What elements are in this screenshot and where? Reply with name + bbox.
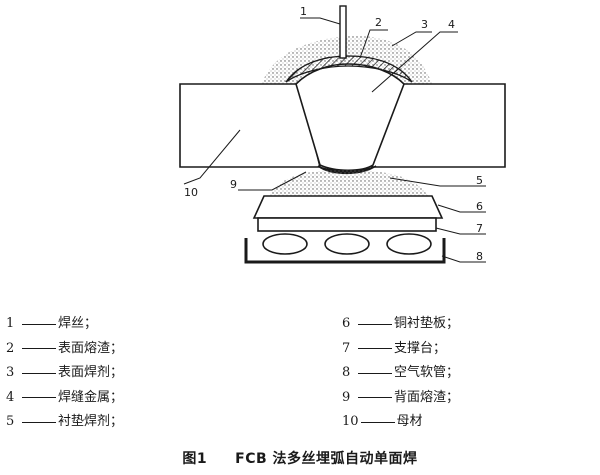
legend-number: 7 (342, 340, 351, 356)
legend-number: 5 (6, 414, 15, 430)
legend-label: 空气软管； (394, 365, 460, 381)
legend-label: 表面熔渣； (58, 340, 124, 356)
legend-number: 10 (342, 414, 359, 430)
legend-right-column: 6 铜衬垫板； 7 支撑台； 8 空气软管； 9 背面熔渣； 10 母材 (342, 312, 459, 435)
legend-dash (22, 348, 56, 350)
legend-item: 6 铜衬垫板； (342, 312, 459, 337)
leader-line (359, 29, 388, 59)
leader-line (371, 31, 458, 93)
legend-item: 3 表面焊剂； (6, 361, 123, 386)
legend-number: 1 (6, 316, 15, 332)
legend-number: 3 (6, 365, 15, 381)
leader-line (238, 171, 307, 191)
legend-label: 焊丝； (58, 316, 98, 332)
air-hose (262, 233, 308, 255)
legend-dash (358, 372, 392, 374)
legend-item: 2 表面熔渣； (6, 337, 123, 362)
legend-item: 4 焊缝金属； (6, 386, 123, 411)
legend-label: 支撑台； (394, 340, 447, 356)
legend-label: 焊缝金属； (58, 389, 124, 405)
leader-line (389, 177, 486, 187)
legend-item: 10 母材 (342, 410, 459, 435)
support-table (257, 217, 437, 232)
welding-wire (339, 5, 347, 59)
leader-line (437, 204, 486, 213)
legend-dash (22, 372, 56, 374)
legend-dash (22, 397, 56, 399)
legend-dash (358, 348, 392, 350)
copper-backing-plate (252, 195, 444, 219)
legend-label: 铜衬垫板； (394, 316, 460, 332)
backing-flux (268, 170, 428, 196)
figure-title: FCB 法多丝埋弧自动单面焊 (235, 451, 418, 467)
callout-number: 8 (476, 250, 483, 263)
callout-number: 3 (421, 18, 428, 31)
callout-number: 6 (476, 200, 483, 213)
surface-slag (285, 55, 413, 83)
legend-number: 4 (6, 389, 15, 405)
figure-number: 图1 (182, 451, 208, 467)
callout-number: 5 (476, 174, 483, 187)
callout-number: 1 (300, 5, 307, 18)
legend-dash (358, 397, 392, 399)
callout-number: 2 (375, 16, 382, 29)
legend-label: 衬垫焊剂； (58, 414, 124, 430)
air-hose (324, 233, 370, 255)
legend-label: 背面熔渣； (394, 389, 460, 405)
callout-number: 7 (476, 222, 483, 235)
legend-label: 母材 (396, 414, 423, 430)
callout-number: 4 (448, 18, 455, 31)
leader-line (300, 17, 341, 25)
legend-label: 表面焊剂； (58, 365, 124, 381)
legend-left-column: 1 焊丝； 2 表面熔渣； 3 表面焊剂； 4 焊缝金属； 5 衬垫焊剂； (6, 312, 123, 435)
legend-number: 2 (6, 340, 15, 356)
figure-caption: 图1 FCB 法多丝埋弧自动单面焊 (0, 448, 600, 468)
legend-item: 1 焊丝； (6, 312, 123, 337)
hose-tray (244, 238, 446, 264)
callout-number: 10 (184, 186, 198, 199)
leader-line (183, 129, 241, 185)
legend-item: 5 衬垫焊剂； (6, 410, 123, 435)
legend-dash (358, 323, 392, 325)
leader-line (391, 31, 432, 47)
legend-number: 6 (342, 316, 351, 332)
leader-lines (183, 17, 486, 263)
legend-item: 8 空气软管； (342, 361, 459, 386)
legend-number: 9 (342, 389, 351, 405)
legend-dash (22, 323, 56, 325)
legend-dash (360, 421, 395, 423)
weld-metal (295, 63, 405, 172)
air-hose (386, 233, 432, 255)
fcb-welding-diagram: 1 2 3 4 5 6 7 8 9 10 (179, 5, 506, 264)
legend-item: 7 支撑台； (342, 337, 459, 362)
leader-line (441, 255, 486, 263)
legend-number: 8 (342, 365, 351, 381)
callout-number: 9 (230, 178, 237, 191)
legend-dash (22, 421, 56, 423)
leader-line (435, 227, 486, 235)
legend-item: 9 背面熔渣； (342, 386, 459, 411)
